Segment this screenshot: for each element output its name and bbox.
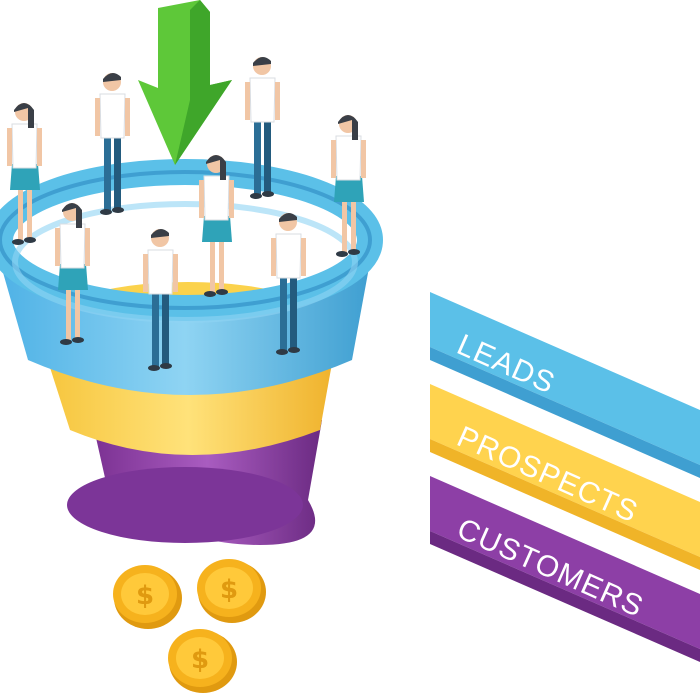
funnel-leads-layer bbox=[0, 159, 383, 395]
down-arrow-icon bbox=[138, 0, 232, 165]
coin-symbol: $ bbox=[191, 645, 209, 675]
person-figure bbox=[95, 72, 130, 215]
person-figure bbox=[199, 155, 234, 297]
stage-banners: LEADS PROSPECTS CUSTOMERS bbox=[430, 292, 700, 662]
banner-leads: LEADS bbox=[430, 292, 700, 478]
coin-symbol: $ bbox=[220, 575, 238, 605]
person-figure bbox=[331, 115, 366, 257]
coin-symbol: $ bbox=[136, 581, 154, 611]
person-figure bbox=[7, 103, 42, 245]
person-figure bbox=[55, 203, 90, 345]
coins: $ $ $ bbox=[113, 559, 266, 693]
person-figure bbox=[271, 212, 306, 355]
person-figure bbox=[143, 228, 178, 371]
funnel bbox=[0, 159, 383, 545]
coin-icon: $ bbox=[168, 629, 237, 693]
person-figure bbox=[245, 56, 280, 199]
coin-icon: $ bbox=[197, 559, 266, 623]
coin-icon: $ bbox=[113, 565, 182, 629]
people-group bbox=[7, 56, 366, 371]
